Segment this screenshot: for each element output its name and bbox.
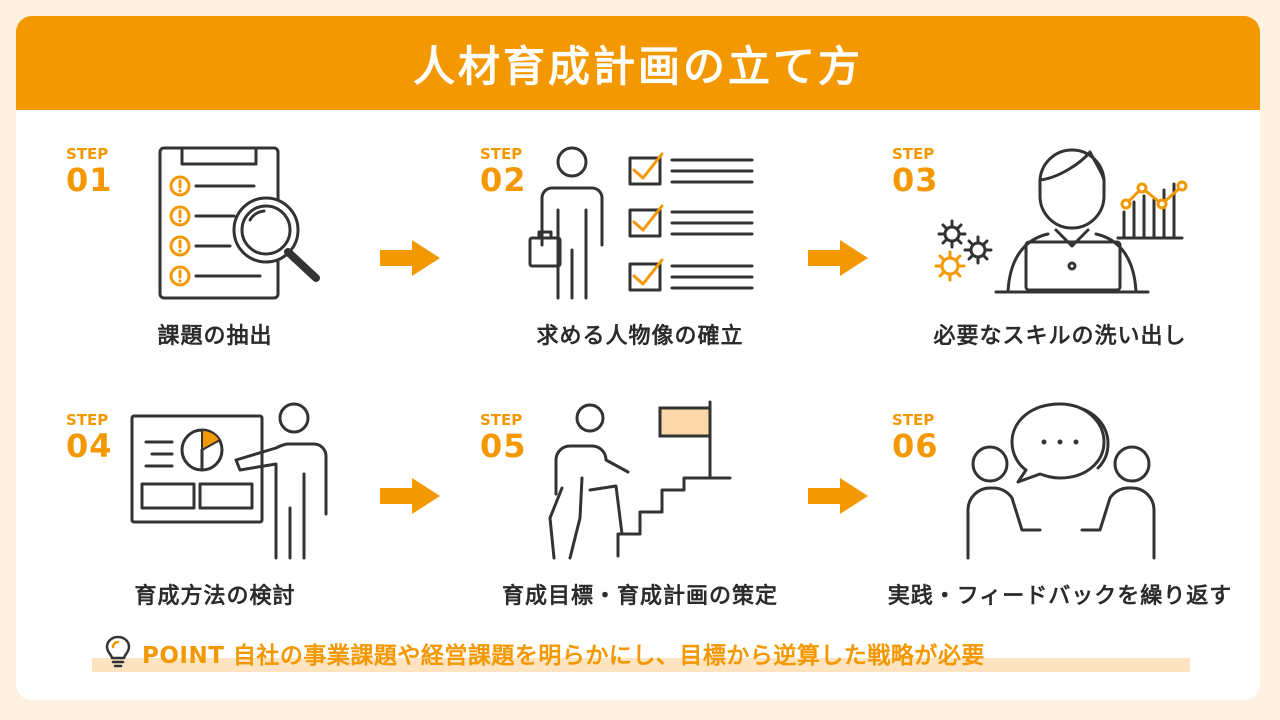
step-5-number: STEP 05 xyxy=(480,412,527,464)
person-laptop-gears-chart-icon xyxy=(934,148,1188,294)
step-5-num: 05 xyxy=(480,427,527,465)
step-3-text: 必要なスキルの洗い出し xyxy=(933,324,1187,349)
step-1-num: 01 xyxy=(66,161,113,199)
page-title: 人材育成計画の立て方 xyxy=(412,41,863,91)
stairs-flag-icon xyxy=(548,400,732,560)
step-1-text: 課題の抽出 xyxy=(157,324,273,349)
step-1-number: STEP 01 xyxy=(66,146,113,198)
step-2-number: STEP 02 xyxy=(480,146,527,198)
step-6-number: STEP 06 xyxy=(892,412,939,464)
two-people-speech-bubble-icon xyxy=(966,402,1156,560)
presenter-board-icon xyxy=(130,402,328,560)
step-2-label: STEP xyxy=(480,145,523,163)
step-5-text: 育成目標・育成計画の策定 xyxy=(501,584,778,609)
clipboard-magnifier-icon xyxy=(158,146,320,300)
step-3-number: STEP 03 xyxy=(892,146,939,198)
step-4-label: STEP xyxy=(66,411,109,429)
step-5-label: STEP xyxy=(480,411,523,429)
lightbulb-icon xyxy=(105,635,131,668)
arrow-right-icon xyxy=(808,478,868,514)
step-6-text: 実践・フィードバックを繰り返す xyxy=(887,584,1233,609)
step-6-num: 06 xyxy=(892,427,939,465)
point-banner: POINT 自社の事業課題や経営課題を明らかにし、目標から逆算した戦略が必要 xyxy=(92,630,1190,676)
arrow-right-icon xyxy=(808,240,868,276)
step-6-label: STEP xyxy=(892,411,935,429)
step-4-number: STEP 04 xyxy=(66,412,113,464)
step-3-num: 03 xyxy=(892,161,939,199)
step-2-num: 02 xyxy=(480,161,527,199)
step-3-label: STEP xyxy=(892,145,935,163)
step-4-text: 育成方法の検討 xyxy=(134,584,296,609)
point-highlight xyxy=(92,658,1190,672)
point-text: POINT 自社の事業課題や経営課題を明らかにし、目標から逆算した戦略が必要 xyxy=(142,643,985,669)
step-4-num: 04 xyxy=(66,427,113,465)
step-2-text: 求める人物像の確立 xyxy=(536,324,744,349)
person-checklist-icon xyxy=(528,146,754,300)
arrow-right-icon xyxy=(380,240,440,276)
infographic-card: 人材育成計画の立て方 xyxy=(16,16,1260,700)
title-bar: 人材育成計画の立て方 xyxy=(16,16,1260,110)
step-1-label: STEP xyxy=(66,145,109,163)
arrow-right-icon xyxy=(380,478,440,514)
